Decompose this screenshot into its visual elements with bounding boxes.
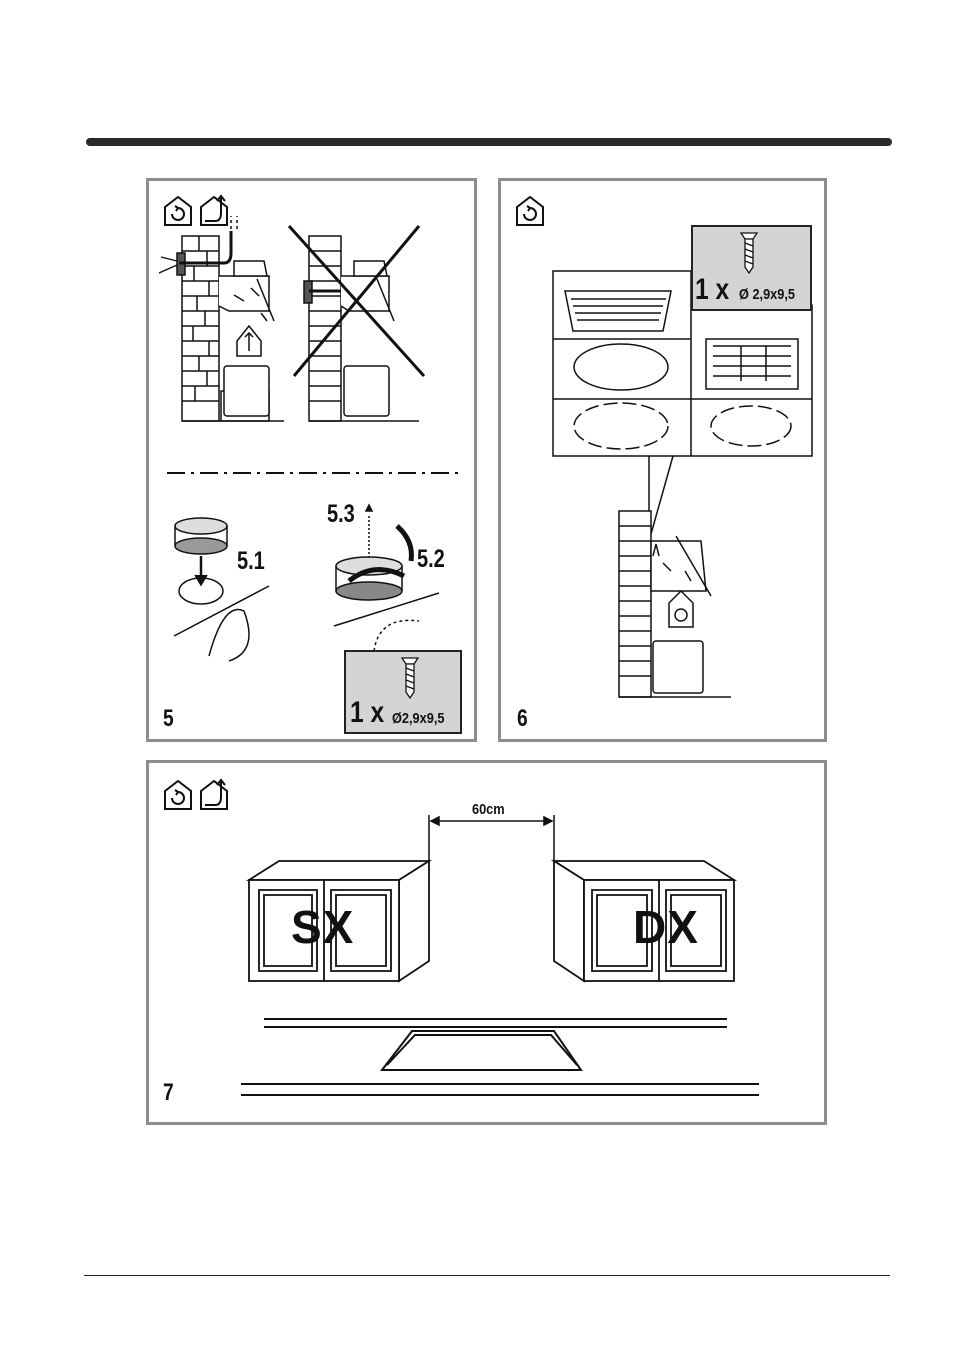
- step-5-1-label: 5.1: [237, 547, 265, 576]
- step-5-2-label: 5.2: [417, 545, 445, 574]
- recirculation-house-icon: [165, 781, 191, 809]
- screw-spec-box: 1 x Ø2,9x9,5: [344, 650, 462, 734]
- screw-quantity: 1 x: [695, 273, 729, 307]
- step-5-3-label: 5.3: [327, 500, 355, 529]
- recirculation-house-icon: [517, 197, 543, 225]
- screw-dimension: Ø2,9x9,5: [392, 710, 444, 727]
- collar-step-1: [174, 518, 269, 661]
- figure-6-panel: 1 x Ø 2,9x9,5 6: [498, 178, 827, 742]
- distance-dimension: [429, 815, 554, 861]
- hood-and-hob: [241, 1019, 759, 1095]
- figure-number: 6: [517, 705, 527, 733]
- wall-installation-wrong: [289, 226, 424, 421]
- screw-spec-box: 1 x Ø 2,9x9,5: [691, 225, 812, 311]
- extraction-house-icon: [201, 780, 227, 809]
- cabinet-left-label: SX: [291, 900, 354, 954]
- screw-quantity: 1 x: [350, 696, 384, 730]
- extraction-house-icon: [201, 196, 227, 225]
- figure-number: 5: [163, 705, 173, 733]
- distance-label: 60cm: [472, 801, 505, 818]
- recirculation-house-icon: [165, 197, 191, 225]
- screw-dimension: Ø 2,9x9,5: [739, 286, 795, 303]
- figure-5-panel: 5.1 5.2 5.3 1 x Ø2,9x9,5 5: [146, 178, 477, 742]
- cabinet-right-label: DX: [633, 900, 699, 954]
- wall-installation-recirculation: [619, 511, 731, 697]
- top-rule: [86, 138, 892, 146]
- figure-number: 7: [163, 1079, 173, 1107]
- figure-7-panel: 60cm SX DX 7: [146, 760, 827, 1125]
- bottom-rule: [84, 1275, 890, 1276]
- wall-installation-correct: [159, 216, 284, 421]
